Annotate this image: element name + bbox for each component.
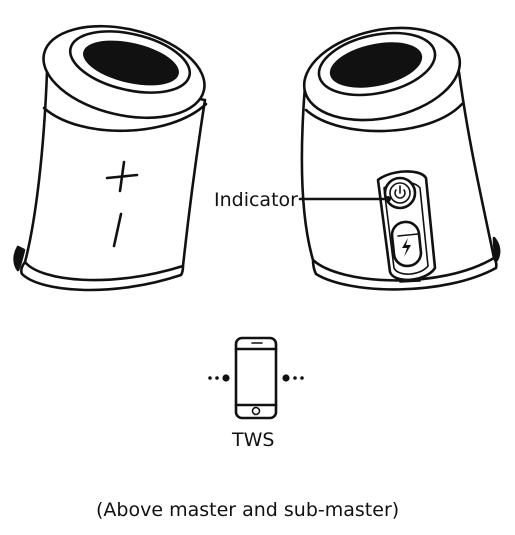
left-speaker-grille [83,40,179,86]
signal-right-icon [282,374,304,382]
volume-up-icon [105,160,139,193]
left-speaker [13,24,208,292]
smartphone-icon [234,336,278,420]
indicator-callout: Indicator [214,189,391,211]
signal-left-icon [208,374,230,382]
tws-phone-group: TWS [208,336,304,451]
bluetooth-icon [402,238,411,257]
diagram-caption: (Above master and sub-master) [96,499,399,521]
right-speaker [300,26,501,291]
tws-label: TWS [231,429,274,451]
right-speaker-grille [329,42,423,88]
indicator-label: Indicator [214,189,298,211]
control-panel [376,170,437,283]
power-icon [394,185,406,199]
volume-down-icon [112,212,123,248]
